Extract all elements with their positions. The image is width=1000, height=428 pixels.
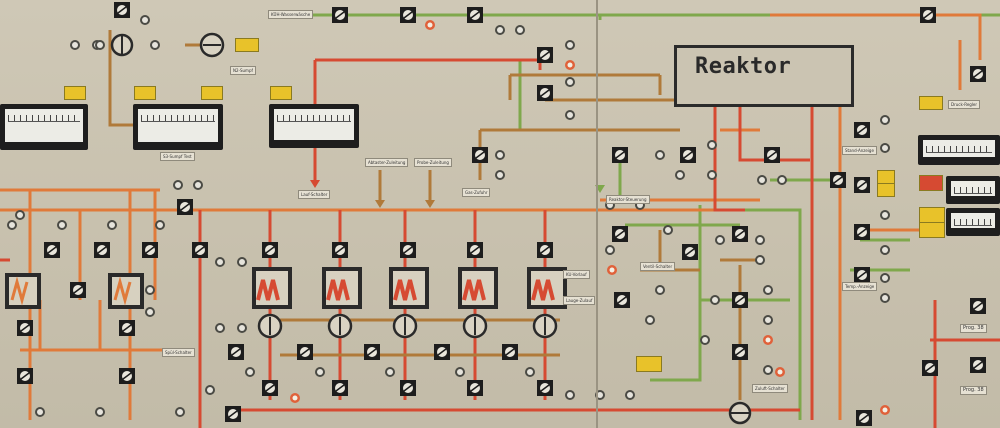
yellow-tag bbox=[919, 207, 945, 223]
meter-4 bbox=[918, 135, 1000, 165]
label-zuluft: Zuluft-Schalter bbox=[752, 384, 788, 393]
label-reaktor-steuerung: Reaktor-Steuerung bbox=[606, 195, 650, 204]
label-lauge: Lauge-Zulauf bbox=[563, 296, 596, 305]
yellow-tag bbox=[919, 222, 945, 238]
label-s3-sumpf: S3-Sumpf Test bbox=[160, 152, 195, 161]
label-probe: Probe-Zuleitung bbox=[414, 158, 452, 167]
reactor-block: Reaktor bbox=[674, 45, 854, 107]
yellow-tag bbox=[877, 170, 895, 184]
yellow-tag bbox=[134, 86, 156, 100]
yellow-tag bbox=[64, 86, 86, 100]
label-abtaster: Abtaster-Zuleitung bbox=[365, 158, 409, 167]
label-prog-2: Prog. 38 bbox=[960, 386, 987, 395]
yellow-tag bbox=[270, 86, 292, 100]
label-n2-sumpf: N2-Sumpf bbox=[230, 66, 256, 75]
yellow-tag bbox=[201, 86, 223, 100]
yellow-tag bbox=[919, 175, 943, 191]
yellow-tag bbox=[919, 96, 943, 110]
label-lauf-schalter: Lauf-Schalter bbox=[298, 190, 331, 199]
yellow-tag bbox=[877, 183, 895, 197]
label-stand: Stand-Anzeige bbox=[842, 146, 877, 155]
meter-6 bbox=[946, 208, 1000, 236]
meter-5 bbox=[946, 176, 1000, 204]
label-ku-vorlauf: KU-Vorlauf bbox=[563, 270, 590, 279]
panel-divider bbox=[596, 0, 598, 428]
meter-1 bbox=[0, 104, 88, 150]
label-kuehwasser: KÜH-Wasserwäsche bbox=[268, 10, 314, 19]
label-spuel: Spül-Schalter bbox=[162, 348, 195, 357]
reactor-label: Reaktor bbox=[695, 54, 792, 79]
yellow-tag bbox=[636, 356, 662, 372]
meter-3 bbox=[269, 104, 359, 148]
label-temp: Temp.-Anzeige bbox=[842, 282, 878, 291]
label-ventil: Ventil-Schalter bbox=[640, 262, 676, 271]
label-druck: Druck-Regler bbox=[948, 100, 981, 109]
meter-2 bbox=[133, 104, 223, 150]
yellow-tag bbox=[235, 38, 259, 52]
label-prog-1: Prog. 38 bbox=[960, 324, 987, 333]
label-gas-zufuhr: Gas-Zufuhr bbox=[462, 188, 491, 197]
